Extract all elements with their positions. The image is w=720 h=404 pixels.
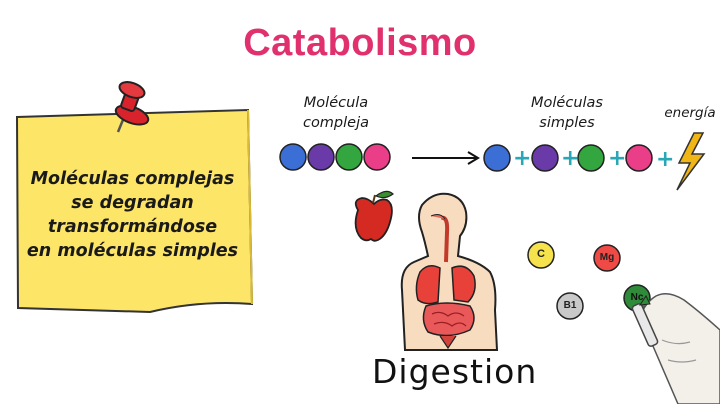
molecule-circle [279,143,307,171]
molecule-circle [625,144,653,172]
caption-line: simples [539,115,595,131]
caption-line: Moléculas [531,95,603,111]
energy-label: energía [664,105,716,121]
note-text: Moléculas complejas se degradan transfor… [20,167,245,263]
plus-sign: + [608,146,626,171]
simple-molecules: + + + + [483,144,674,172]
molecule-circle [335,143,363,171]
complex-molecule-caption: Molécula compleja [276,93,396,133]
apple-icon [354,190,394,242]
note-line: transformándose [47,217,218,237]
plus-sign: + [656,147,674,172]
page-title: Catabolismo [243,22,477,64]
hand-with-marker-icon [631,293,720,404]
molecule-circle [577,144,605,172]
arrow-right-icon [412,151,480,165]
simple-molecules-caption: Moléculas simples [507,93,627,133]
note-line: se degradan [71,193,194,213]
caption-line: Molécula [303,95,369,111]
nutrient-label: Nc [630,292,644,303]
nutrient-label: B1 [563,300,577,311]
caption-line: compleja [302,115,370,131]
plus-sign: + [561,146,579,171]
digestion-label: Digestion [372,352,538,391]
molecule-circle [483,144,511,172]
nutrient-label: C [537,248,545,260]
note-line: Moléculas complejas [30,169,235,189]
plus-sign: + [513,146,531,171]
nutrient-label: Mg [599,252,615,263]
complex-molecule [279,143,391,171]
push-pin-icon [114,81,150,133]
nutrient-circle-b1 [556,292,584,320]
nutrient-circle-c [527,241,555,269]
molecule-circle [531,144,559,172]
nutrients [527,241,651,320]
nutrient-circle-mg [593,244,621,272]
molecule-circle [363,143,391,171]
human-digestive-system-icon [400,192,499,351]
molecule-circle [307,143,335,171]
note-line: en moléculas simples [26,241,239,261]
lightning-bolt-icon [676,132,706,191]
